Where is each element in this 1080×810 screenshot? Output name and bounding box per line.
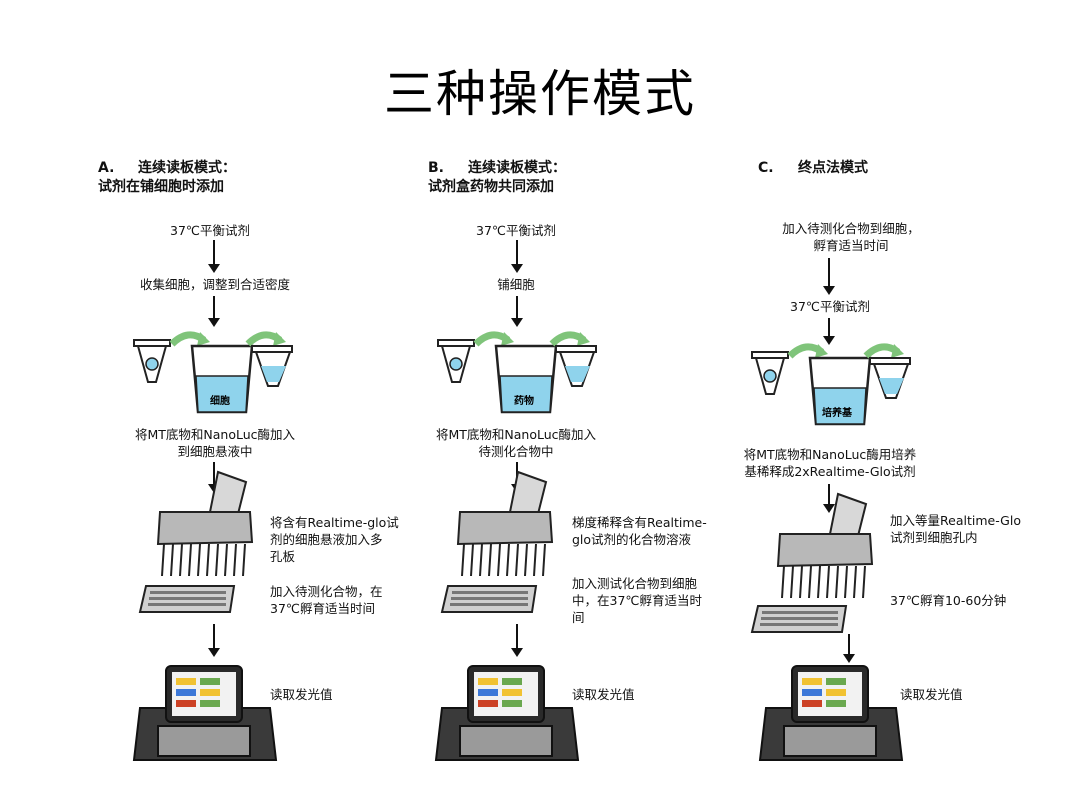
beaker-icon: 药物 (494, 344, 558, 414)
small-tube-icon (251, 345, 293, 387)
small-tube-icon (869, 357, 911, 399)
tube-label: 细胞 (210, 394, 230, 407)
step-add-compound: 加入待测化合物到细胞， 孵育适当时间 (746, 220, 956, 254)
multichannel-pipette-icon (776, 492, 874, 599)
note-line: 加入等量Realtime-Glo (890, 513, 1021, 528)
note-line: 间 (572, 610, 585, 625)
mix-line1: 将MT底物和NanoLuc酶加入 (134, 427, 296, 442)
tube-label: 培养基 (822, 406, 853, 419)
step-prepare: 收集细胞，调整到合适密度 (139, 277, 290, 292)
step-line: 孵育适当时间 (813, 238, 889, 253)
column-header: B. 连续读板模式： 试剂盒药物共同添加 (428, 159, 566, 197)
down-arrow (823, 258, 835, 295)
pipette-note: 加入等量Realtime-Glo 试剂到细胞孔内 (890, 512, 1021, 546)
plate-note: 37℃孵育10-60分钟 (890, 593, 1007, 608)
plate-note: 加入待测化合物，在 37℃孵育适当时间 (270, 583, 383, 617)
tube-transfer-illustration: 培养基 (751, 343, 911, 426)
mix-line2: 待测化合物中 (478, 444, 554, 459)
note-line: 试剂到细胞孔内 (890, 530, 978, 545)
note-line: 剂的细胞悬液加入多 (270, 532, 383, 547)
plate-reader-icon (758, 665, 904, 761)
column-a: A. 连续读板模式： 试剂在铺细胞时添加 37℃平衡试剂 收集细胞，调整到合适密度… (70, 0, 400, 810)
header-line1: 终点法模式 (798, 160, 868, 176)
step-equilibrate: 37℃平衡试剂 (790, 299, 870, 314)
small-tube-icon (751, 351, 789, 395)
header-line2: 试剂盒药物共同添加 (428, 179, 554, 195)
note-line: glo试剂的化合物溶液 (572, 532, 692, 547)
note-line: 加入待测化合物，在 (270, 584, 383, 599)
read-note: 读取发光值 (900, 687, 963, 702)
multichannel-pipette-icon (156, 470, 254, 577)
down-arrow (823, 318, 835, 345)
multichannel-pipette-icon (456, 470, 554, 577)
well-plate-icon (750, 605, 848, 633)
step-line: 加入待测化合物到细胞， (782, 221, 920, 236)
pipette-note: 梯度稀释含有Realtime- glo试剂的化合物溶液 (572, 514, 707, 548)
header-line1: 连续读板模式： (468, 160, 566, 176)
mix-instruction: 将MT底物和NanoLuc酶加入 到细胞悬液中 (110, 426, 320, 460)
well-plate-icon (440, 585, 538, 613)
beaker-icon: 培养基 (808, 356, 872, 426)
note-line: 将含有Realtime-glo试 (270, 515, 399, 530)
step-equilibrate: 37℃平衡试剂 (170, 223, 250, 238)
note-line: 中，在37℃孵育适当时 (572, 593, 702, 608)
column-b: B. 连续读板模式： 试剂盒药物共同添加 37℃平衡试剂 铺细胞 药物 将MT底物… (400, 0, 730, 810)
down-arrow (823, 484, 835, 513)
column-letter: C. (758, 160, 774, 176)
pipette-note: 将含有Realtime-glo试 剂的细胞悬液加入多 孔板 (270, 514, 399, 565)
small-tube-icon (555, 345, 597, 387)
mix-line1: 将MT底物和NanoLuc酶用培养 (743, 447, 917, 462)
mix-line1: 将MT底物和NanoLuc酶加入 (435, 427, 597, 442)
down-arrow (511, 296, 523, 327)
plate-note: 加入测试化合物到细胞 中，在37℃孵育适当时 间 (572, 575, 702, 626)
note-line: 孔板 (270, 549, 296, 564)
note-line: 37℃孵育适当时间 (270, 601, 375, 616)
plate-reader-icon (132, 665, 278, 761)
down-arrow (511, 240, 523, 273)
tube-label: 药物 (514, 394, 534, 407)
column-c: C. 终点法模式 加入待测化合物到细胞， 孵育适当时间 37℃平衡试剂 培养基 将… (720, 0, 1050, 810)
plate-reader-icon (434, 665, 580, 761)
column-letter: B. (428, 160, 444, 176)
step-equilibrate: 37℃平衡试剂 (476, 223, 556, 238)
column-letter: A. (98, 160, 115, 176)
page-title: 三种操作模式 (384, 65, 696, 123)
small-tube-icon (437, 339, 475, 383)
down-arrow (208, 240, 220, 273)
header-line2: 试剂在铺细胞时添加 (98, 179, 224, 195)
mix-instruction: 将MT底物和NanoLuc酶用培养 基稀释成2xRealtime-Glo试剂 (720, 446, 940, 480)
small-tube-icon (133, 339, 171, 383)
beaker-icon: 细胞 (190, 344, 254, 414)
down-arrow (208, 624, 220, 657)
read-note: 读取发光值 (572, 687, 635, 702)
well-plate-icon (138, 585, 236, 613)
tube-transfer-illustration: 细胞 (133, 331, 293, 414)
read-note: 读取发光值 (270, 687, 333, 702)
down-arrow (843, 634, 855, 663)
mix-line2: 基稀释成2xRealtime-Glo试剂 (744, 464, 916, 479)
down-arrow (511, 624, 523, 657)
tube-transfer-illustration: 药物 (437, 331, 597, 414)
down-arrow (208, 296, 220, 327)
column-header: C. 终点法模式 (758, 159, 868, 178)
note-line: 梯度稀释含有Realtime- (572, 515, 707, 530)
note-line: 加入测试化合物到细胞 (572, 576, 698, 591)
mix-line2: 到细胞悬液中 (177, 444, 253, 459)
header-line1: 连续读板模式： (138, 160, 236, 176)
mix-instruction: 将MT底物和NanoLuc酶加入 待测化合物中 (416, 426, 616, 460)
step-prepare: 铺细胞 (497, 277, 535, 292)
column-header: A. 连续读板模式： 试剂在铺细胞时添加 (98, 159, 236, 197)
